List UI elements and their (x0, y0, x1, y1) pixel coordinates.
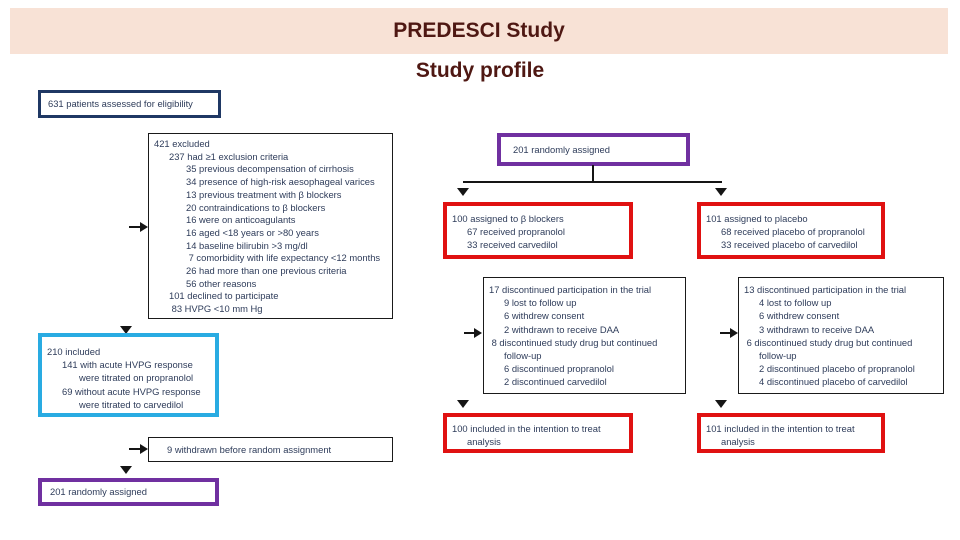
flow-line: follow-up (504, 350, 542, 362)
flow-line: 201 randomly assigned (50, 486, 147, 498)
flow-line: 6 discontinued propranolol (504, 363, 614, 375)
flow-line: 141 with acute HVPG response (62, 359, 193, 371)
box-discontinued-placebo: 13 discontinued participation in the tri… (738, 277, 944, 394)
box-discontinued-bblockers: 17 discontinued participation in the tri… (483, 277, 686, 394)
flow-line: 101 included in the intention to treat (706, 423, 855, 434)
flow-line: 16 were on anticoagulants (186, 214, 296, 226)
arrow-to-discontinued-icon (720, 328, 738, 338)
flow-line: analysis (467, 436, 501, 448)
flow-line: 9 withdrawn before random assignment (167, 443, 332, 455)
arrow-to-withdrawn-icon (129, 444, 148, 454)
flow-line: 20 contraindications to β blockers (186, 201, 326, 213)
arrowhead-down-icon (120, 466, 132, 474)
box-assigned-bblockers: 100 assigned to β blockers 67 received pr… (443, 202, 633, 259)
flow-line: 16 aged <18 years or >80 years (186, 226, 319, 238)
flow-line: 35 previous decompensation of cirrhosis (186, 163, 354, 175)
flow-line: 9 lost to follow up (504, 297, 577, 309)
flow-line: 6 withdrew consent (504, 310, 585, 322)
branch-vertical-line (592, 165, 594, 182)
box-eligibility: 631 patients assessed for eligibility (38, 90, 221, 118)
flow-line: 3 withdrawn to receive DAA (759, 323, 875, 335)
arrowhead-down-icon (120, 326, 132, 334)
flow-line: 68 received placebo of propranolol (721, 226, 865, 238)
flow-line: 4 lost to follow up (759, 297, 832, 309)
flow-line: 237 had ≥1 exclusion criteria (169, 150, 289, 162)
box-included: 210 included 141 with acute HVPG response… (38, 333, 219, 417)
arrowhead-down-icon (457, 400, 469, 408)
box-itt-bblockers: 100 included in the intention to treat an… (443, 413, 633, 453)
branch-horizontal-line (463, 181, 722, 183)
flow-line: 4 discontinued placebo of carvedilol (759, 376, 908, 388)
box-randomized-right: 201 randomly assigned (497, 133, 690, 166)
box-randomized-left: 201 randomly assigned (38, 478, 219, 506)
flow-line: 101 assigned to placebo (706, 213, 808, 224)
flow-line: 631 patients assessed for eligibility (48, 98, 193, 110)
page-title: PREDESCI Study (393, 19, 565, 42)
box-assigned-placebo: 101 assigned to placebo 68 received place… (697, 202, 885, 259)
flow-line: 17 discontinued participation in the tri… (489, 284, 652, 295)
flow-line: 201 randomly assigned (513, 143, 610, 155)
title-banner: PREDESCI Study (10, 8, 948, 54)
flow-line: 100 included in the intention to treat (452, 423, 601, 434)
flow-line: 2 withdrawn to receive DAA (504, 323, 620, 335)
arrowhead-down-icon (715, 400, 727, 408)
flow-line: 7 comorbidity with life expectancy <12 m… (186, 252, 381, 264)
flow-line: were titrated on propranolol (79, 372, 194, 384)
box-withdrawn: 9 withdrawn before random assignment (148, 437, 393, 462)
flow-line: 2 discontinued carvedilol (504, 376, 607, 388)
flow-line: 210 included (47, 346, 101, 357)
flow-line: 26 had more than one previous criteria (186, 265, 347, 277)
flow-line: were titrated to carvedilol (79, 398, 184, 410)
flow-line: 6 discontinued study drug but continued (744, 336, 913, 348)
arrowhead-down-icon (457, 188, 469, 196)
flow-line: 13 discontinued participation in the tri… (744, 284, 907, 295)
arrow-to-excluded-icon (129, 222, 148, 232)
flow-line: 83 HVPG <10 mm Hg (169, 303, 263, 315)
box-itt-placebo: 101 included in the intention to treat an… (697, 413, 885, 453)
arrowhead-down-icon (715, 188, 727, 196)
flow-line: 67 received propranolol (467, 226, 565, 238)
flow-line: 2 discontinued placebo of propranolol (759, 363, 915, 375)
slide-subtitle: Study profile (415, 59, 545, 82)
flow-line: 33 received carvedilol (467, 239, 558, 251)
flow-line: 6 withdrew consent (759, 310, 840, 322)
flow-line: 101 declined to participate (169, 290, 279, 302)
flow-line: 13 previous treatment with β blockers (186, 188, 342, 200)
flow-line: 33 received placebo of carvedilol (721, 239, 858, 251)
flow-line: 56 other reasons (186, 277, 257, 289)
flow-line: 421 excluded (154, 138, 210, 149)
flow-line: 8 discontinued study drug but continued (489, 336, 658, 348)
arrow-to-discontinued-icon (464, 328, 482, 338)
flow-line: follow-up (759, 350, 797, 362)
flow-line: analysis (721, 436, 755, 448)
flow-line: 34 presence of high-risk aesophageal var… (186, 176, 375, 188)
flow-line: 14 baseline bilirubin >3 mg/dl (186, 239, 308, 251)
flow-line: 100 assigned to β blockers (452, 213, 564, 224)
flow-line: 69 without acute HVPG response (62, 385, 201, 397)
